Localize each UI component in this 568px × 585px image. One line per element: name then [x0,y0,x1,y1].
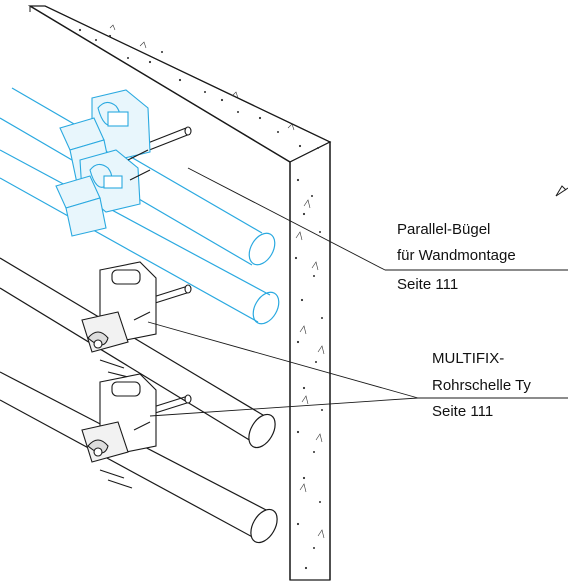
parallel-bugel-page-ref: Seite 111 [397,276,459,293]
parallel-bugel-label-line1: Parallel-Bügel [397,221,491,238]
parallel-clamp-icon [55,89,192,237]
multifix-label-line2: Rohrschelle Ty [432,377,531,394]
line-arrow-icon [555,185,568,197]
leader-lines [147,167,568,417]
multifix-clamp-icon [81,373,192,489]
concrete-texture [78,24,325,570]
multifix-label-line1: MULTIFIX- [432,350,505,367]
concrete-wall [27,5,332,581]
parallel-bugel-label-line2: für Wandmontage [397,247,516,264]
multifix-clamp-icon [81,261,192,379]
multifix-page-ref: Seite 111 [432,403,494,420]
